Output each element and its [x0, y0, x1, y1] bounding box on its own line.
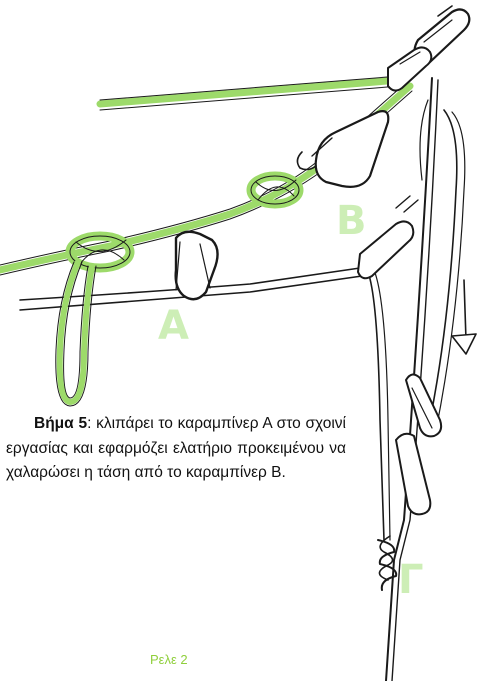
- green-rope-upper: [100, 76, 400, 110]
- footer-label: Ρελε 2: [150, 652, 188, 667]
- label-carabiner-b: B: [336, 201, 367, 241]
- label-knot-g: Γ: [398, 560, 424, 600]
- step-caption: Βήμα 5: κλιπάρει το καραμπίνερ Α στο σχο…: [6, 412, 346, 486]
- pulley-device: [358, 196, 418, 278]
- step-number: 5: [78, 415, 87, 432]
- label-carabiner-a: A: [158, 306, 189, 346]
- step-label: Βήμα: [34, 415, 74, 432]
- down-arrow-icon: [452, 280, 476, 354]
- carabiner-a: [176, 232, 218, 299]
- green-rope-loop: [56, 262, 96, 406]
